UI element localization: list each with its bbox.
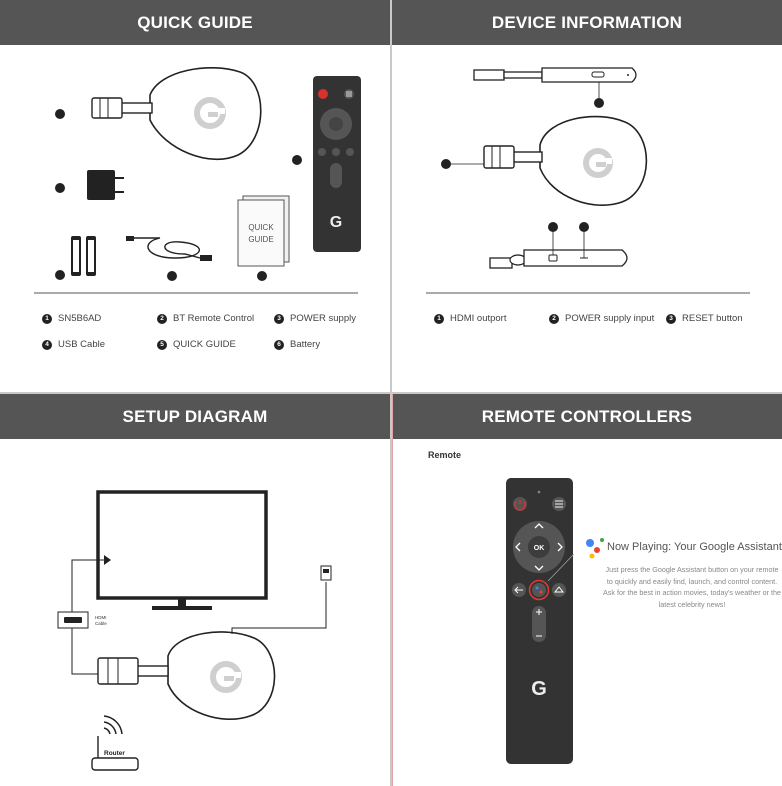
vertical-divider-red: [392, 394, 393, 786]
svg-text:QUICK: QUICK: [248, 223, 274, 232]
number-marker-icon: [55, 109, 65, 119]
number-marker-icon: [55, 270, 65, 280]
power-adapter-icon: [87, 170, 124, 200]
number-marker-icon: [594, 98, 604, 108]
streaming-dongle-icon: [97, 631, 276, 720]
quick-guide-illustration: G: [34, 67, 361, 294]
assistant-description: Just press the Google Assistant button o…: [603, 565, 781, 609]
svg-text:Router: Router: [104, 750, 125, 757]
remote-controllers-header: REMOTE CONTROLLERS: [392, 394, 782, 439]
svg-text:G: G: [330, 214, 342, 231]
number-marker-icon: [167, 271, 177, 281]
number-marker-icon: [55, 183, 65, 193]
remote-illustration: OK G: [506, 478, 604, 764]
remote-label: Remote: [428, 450, 462, 460]
device-information-panel: DEVICE INFORMATION: [392, 0, 782, 392]
setup-diagram-panel: SETUP DIAGRAM HDMI Cable: [0, 394, 390, 786]
setup-diagram-header: SETUP DIAGRAM: [0, 394, 390, 439]
tv-icon: [96, 490, 268, 610]
now-playing-text: Now Playing: Your Google Assistant: [607, 541, 782, 553]
number-marker-icon: [292, 155, 302, 165]
setup-diagram-illustration: HDMI Cable: [57, 490, 332, 771]
horizontal-divider: [0, 392, 782, 394]
svg-text:OK: OK: [534, 545, 545, 552]
svg-text:HDMI: HDMI: [95, 615, 107, 620]
usb-plug-icon: [320, 565, 332, 581]
home-icon: [552, 583, 566, 597]
usb-cable-icon: [126, 236, 212, 261]
number-marker-icon: [441, 159, 451, 169]
svg-text:GUIDE: GUIDE: [248, 235, 273, 244]
google-assistant-button-icon: [532, 583, 546, 597]
quick-guide-header: QUICK GUIDE: [0, 0, 390, 45]
svg-text:Cable: Cable: [95, 621, 107, 626]
device-top-view-icon: [473, 67, 637, 98]
streaming-dongle-icon: [91, 67, 262, 160]
device-information-illustration: [426, 67, 750, 294]
device-information-header: DEVICE INFORMATION: [392, 0, 782, 45]
quick-guide-panel: QUICK GUIDE: [0, 0, 390, 392]
device-front-view-icon: [450, 115, 648, 206]
number-marker-icon: [548, 222, 558, 232]
battery-icon: [71, 236, 96, 276]
quick-guide-booklet-icon: QUICK GUIDE: [237, 195, 290, 267]
number-marker-icon: [257, 271, 267, 281]
hdmi-cable-icon: HDMI Cable: [57, 611, 107, 629]
remote-controllers-panel: REMOTE CONTROLLERS Remote OK: [392, 394, 782, 786]
google-logo-icon: G: [531, 678, 547, 700]
google-assistant-icon: [586, 538, 604, 559]
router-icon: Router: [91, 715, 139, 771]
volume-rocker-icon: [532, 606, 546, 642]
remote-control-icon: G: [313, 76, 361, 252]
device-side-view-icon: [489, 232, 628, 269]
remote-control-icon: OK G: [506, 478, 573, 764]
number-marker-icon: [579, 222, 589, 232]
